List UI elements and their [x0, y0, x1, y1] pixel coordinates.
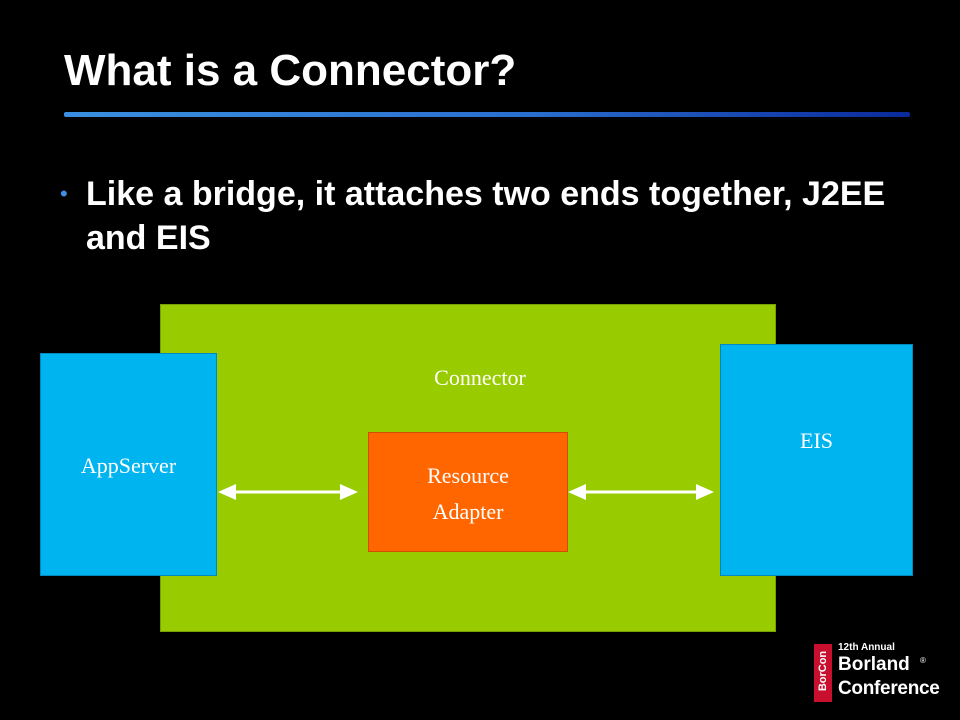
logo-vertical-text: BorCon [817, 650, 829, 692]
appserver-label: AppServer [80, 453, 177, 478]
logo-red-bar [814, 644, 832, 702]
logo-annual-text: 12th Annual [838, 642, 895, 653]
logo-registered-mark: ® [920, 656, 926, 665]
logo-borland-text: Borland [838, 654, 910, 675]
connector-label: Connector [434, 365, 526, 390]
appserver-box [40, 353, 217, 576]
slide-title: What is a Connector? [64, 46, 517, 95]
eis-box [720, 344, 913, 576]
resource-adapter-box [368, 432, 568, 552]
bullet-text: Like a bridge, it attaches two ends toge… [86, 175, 886, 257]
resource-adapter-label-line1: Resource [427, 463, 509, 488]
logo-conference-text: Conference [838, 678, 940, 699]
bullet-dot-icon: • [60, 181, 68, 206]
eis-label: EIS [800, 428, 833, 453]
resource-adapter-label: Resource Adapter [368, 458, 568, 530]
title-underline [64, 112, 910, 117]
borcon-logo: BorCon 12th Annual Borland ® Conference [814, 640, 948, 704]
resource-adapter-label-line2: Adapter [432, 499, 504, 524]
